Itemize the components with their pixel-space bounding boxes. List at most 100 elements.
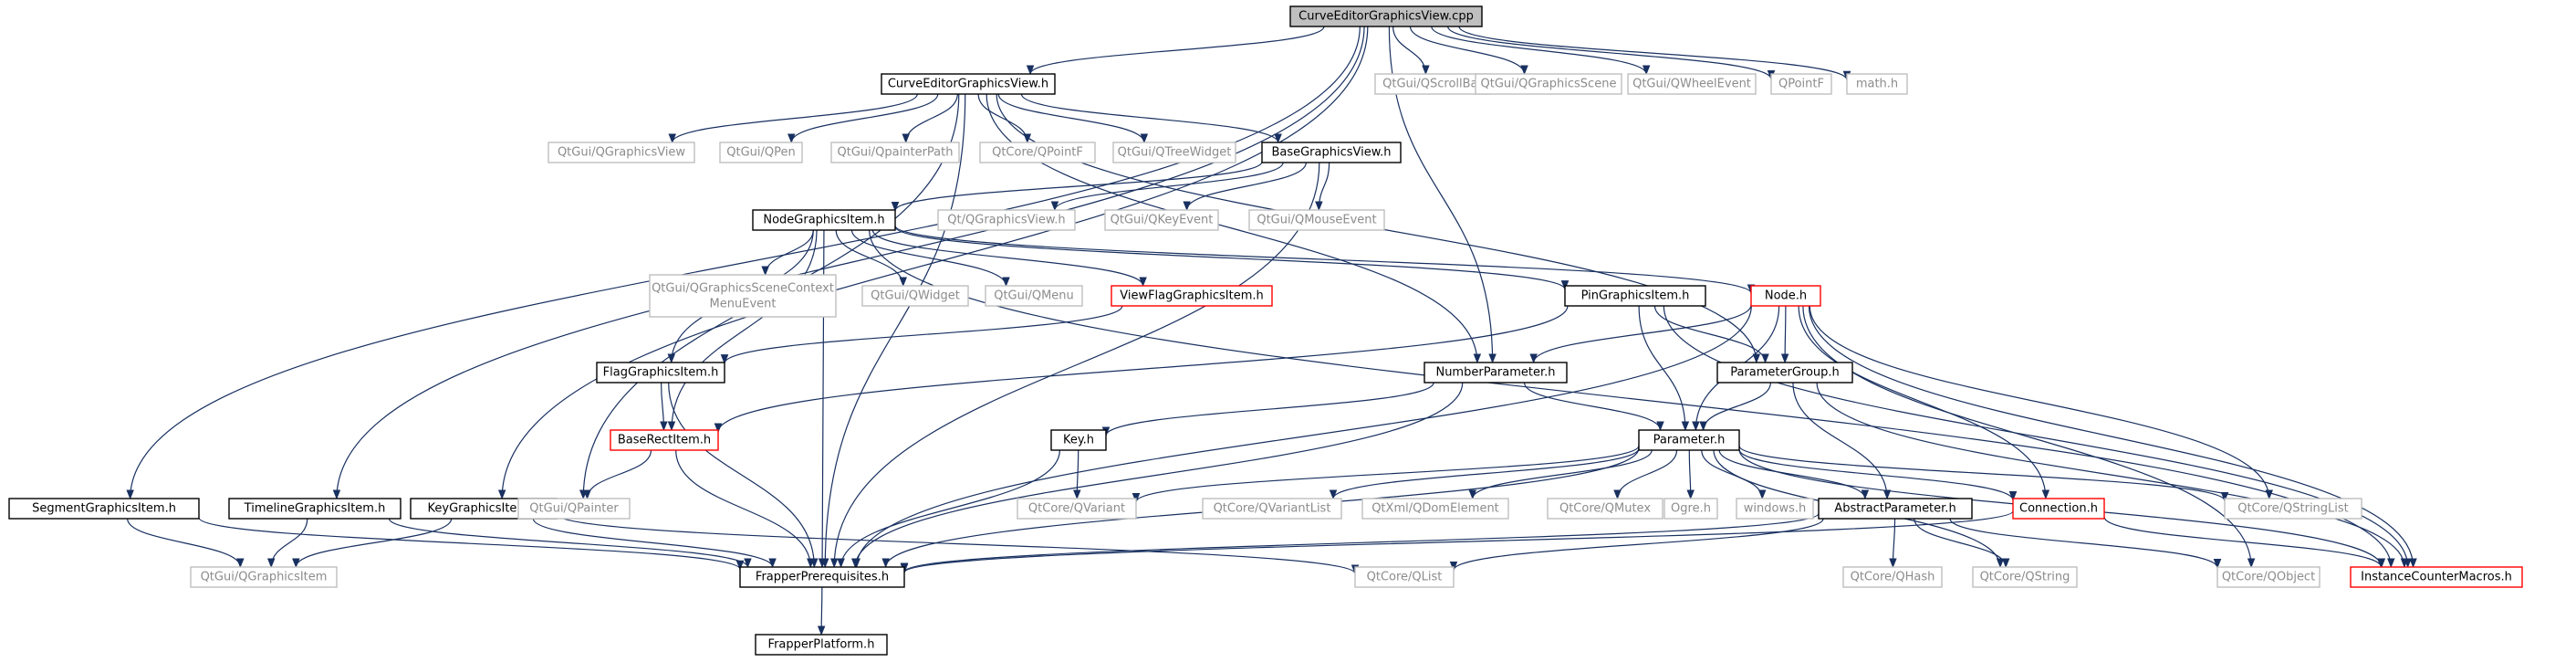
node-box [596,362,725,384]
node-label: QtCore/QObject [2222,571,2315,584]
node-qdomelement[interactable]: QtXml/QDomElement [1361,498,1509,520]
node-label: QtCore/QVariantList [1214,502,1331,516]
node-label: SegmentGraphicsItem.h [32,502,176,516]
node-absparam[interactable]: AbstractParameter.h [1818,498,1973,520]
node-fgi[interactable]: FlagGraphicsItem.h [596,362,725,384]
edge-bri-to-qpainter [583,449,652,500]
node-nparam[interactable]: NumberParameter.h [1424,362,1568,384]
node-qstring[interactable]: QtCore/QString [1972,566,2078,588]
edge-absparam-to-qstring [1914,518,2010,569]
edge-root-to-qpointf [1447,26,1776,80]
edge-pgi-to-icm [1663,305,2412,569]
node-qpen[interactable]: QtGui/QPen [719,142,803,163]
edge-tgi-to-frapperpre [388,518,752,569]
edge-paramh-to-qvariantlist [1329,447,1640,500]
node-qpointf[interactable]: QPointF [1770,73,1832,95]
node-qmouseevent[interactable]: QtGui/QMouseEvent [1248,209,1385,231]
node-box [752,209,896,231]
node-ngi[interactable]: NodeGraphicsItem.h [752,209,896,231]
edge-root-to-cegv [1026,26,1325,76]
node-mathh[interactable]: math.h [1846,73,1908,95]
node-box [1354,566,1455,588]
node-box [8,498,200,520]
node-label: QtGui/QMenu [994,289,1074,303]
node-connh[interactable]: Connection.h [2012,498,2105,520]
node-qwheelevent[interactable]: QtGui/QWheelEvent [1627,73,1757,95]
node-qvariantlist[interactable]: QtCore/QVariantList [1202,498,1342,520]
node-cegv[interactable]: CurveEditorGraphicsView.h [881,73,1056,95]
edge-paramh-to-absparam [1718,449,1870,500]
node-pgi[interactable]: PinGraphicsItem.h [1564,285,1706,307]
node-bri[interactable]: BaseRectItem.h [610,429,719,451]
node-qhash[interactable]: QtCore/QHash [1842,566,1943,588]
edge-kgi-to-qlist [556,513,1360,575]
edge-pgroup-to-icm [1816,382,2409,569]
node-qscrollbar[interactable]: QtGui/QScrollBar [1374,73,1491,95]
node-box [861,285,969,307]
edge-absparam-to-frapperpre [900,512,1820,573]
node-qmenu[interactable]: QtGui/QMenu [985,285,1083,307]
edge-root-to-qscrollbar [1392,26,1430,76]
node-qtreewidget[interactable]: QtGui/QTreeWidget [1112,142,1236,163]
node-basegv[interactable]: BaseGraphicsView.h [1261,142,1402,163]
node-qstringlist[interactable]: QtCore/QStringList [2224,498,2362,520]
node-qgraphicsview[interactable]: QtGui/QGraphicsView [548,142,695,163]
node-box [1361,498,1509,520]
edge-nodeh-to-nparam [1529,304,1752,364]
node-box [1104,209,1219,231]
node-root[interactable]: CurveEditorGraphicsView.cpp [1289,5,1483,27]
edge-pgi-to-pgroup [1653,305,1769,364]
node-frapperpre[interactable]: FrapperPrerequisites.h [739,566,905,588]
node-label: QtXml/QDomElement [1371,502,1499,516]
node-label: Qt/QGraphicsView.h [947,214,1065,227]
edge-tgi-to-qgraphicsitem [266,518,308,569]
node-vfgi[interactable]: ViewFlagGraphicsItem.h [1111,285,1273,307]
node-qlist[interactable]: QtCore/QList [1354,566,1455,588]
edge-ngi-to-qwidget [835,229,908,288]
node-qpainter[interactable]: QtGui/QPainter [517,498,631,520]
node-label: FlagGraphicsItem.h [603,366,719,380]
node-qvariant[interactable]: QtCore/QVariant [1017,498,1137,520]
edge-paramh-to-qstringlist [1738,445,2229,502]
node-icm[interactable]: InstanceCounterMacros.h [2350,566,2523,588]
node-tgi[interactable]: TimelineGraphicsItem.h [228,498,402,520]
node-qobject[interactable]: QtCore/QObject [2216,566,2320,588]
node-box [739,566,905,588]
node-pgroup[interactable]: ParameterGroup.h [1716,362,1853,384]
node-frapperplat[interactable]: FrapperPlatform.h [755,634,888,656]
node-keyh[interactable]: Key.h [1050,429,1107,451]
node-qgraphicsscene[interactable]: QtGui/QGraphicsScene [1475,73,1622,95]
edge-root-to-kgi [497,26,1369,500]
edge-pgroup-to-paramh [1699,382,1771,432]
edge-ngi-to-nodeh [894,225,1756,295]
node-label: Node.h [1765,289,1807,303]
node-qcorepointf[interactable]: QtCore/QPointF [979,142,1096,163]
node-qgraphicsitem[interactable]: QtGui/QGraphicsItem [190,566,338,588]
edge-basegv-to-qmouseevent [1315,162,1330,212]
node-qmutex[interactable]: QtCore/QMutex [1547,498,1663,520]
edge-paramh-to-ogreh [1686,449,1695,500]
node-nodeh[interactable]: Node.h [1750,285,1821,307]
node-paramh[interactable]: Parameter.h [1638,429,1740,451]
edge-absparam-to-qhash [1889,518,1897,569]
node-box [1202,498,1342,520]
node-qpainterpath[interactable]: QtGui/QpainterPath [830,142,960,163]
edge-connh-to-icm [2103,516,2385,569]
edge-root-to-qgraphicsscene [1409,26,1528,76]
edge-nodeh-to-connh [1798,305,2050,500]
node-qtgv[interactable]: Qt/QGraphicsView.h [937,209,1076,231]
node-qwidget[interactable]: QtGui/QWidget [861,285,969,307]
node-windowsh[interactable]: windows.h [1736,498,1814,520]
edge-cegv-to-qcorepointf [977,93,1032,144]
node-box [1627,73,1757,95]
edge-nparam-to-frapperpre [850,382,1464,569]
edge-basegv-to-qkeyevent [1183,162,1307,212]
node-sgi[interactable]: SegmentGraphicsItem.h [8,498,200,520]
node-box [1846,73,1908,95]
node-label: QtGui/QKeyEvent [1111,214,1214,227]
edge-basegv-to-frapperpre [829,162,1320,569]
node-ogreh[interactable]: Ogre.h [1663,498,1718,520]
node-qkeyevent[interactable]: QtGui/QKeyEvent [1104,209,1219,231]
